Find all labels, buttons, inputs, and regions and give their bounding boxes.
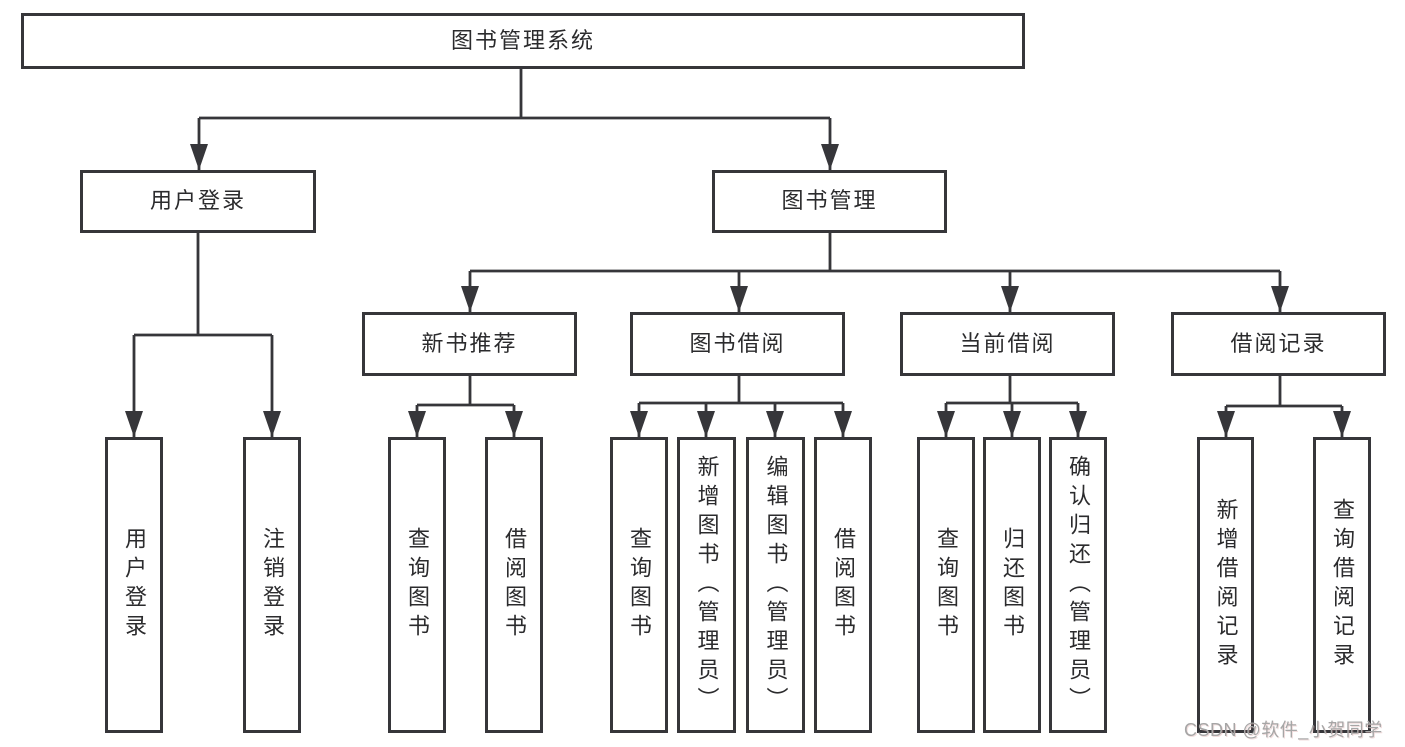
leaf-logout: 注销登录 (243, 437, 301, 733)
node-library-management-system: 图书管理系统 (21, 13, 1025, 69)
leaf-query-books-borrowing: 查询图书 (610, 437, 668, 733)
node-borrowing-records: 借阅记录 (1171, 312, 1386, 376)
leaf-edit-books-admin: 编辑图书（管理员） (746, 437, 805, 733)
connector-borrowing-records-trunk (1226, 376, 1342, 408)
node-new-book-recommend: 新书推荐 (362, 312, 577, 376)
node-user-login: 用户登录 (80, 170, 316, 233)
node-label: 注销登录 (260, 527, 285, 643)
leaf-query-borrow-record: 查询借阅记录 (1313, 437, 1371, 733)
leaf-confirm-return-admin: 确认归还（管理员） (1049, 437, 1107, 733)
node-label: 图书管理系统 (450, 27, 595, 53)
connector-book-borrowing-trunk (639, 376, 843, 405)
connector-book-management-trunk (470, 233, 1280, 273)
node-label: 确认归还（管理员） (1066, 454, 1091, 716)
node-label: 查询图书 (405, 527, 430, 643)
connector-current-borrowing-trunk (946, 376, 1078, 405)
csdn-watermark: CSDN @软件_小贺同学 (1184, 720, 1383, 740)
node-label: 图书管理 (781, 188, 878, 214)
connector-new-book-trunk (417, 376, 514, 407)
node-label: 用户登录 (149, 188, 246, 214)
node-label: 新增借阅记录 (1213, 498, 1239, 672)
node-label: 查询借阅记录 (1330, 498, 1355, 672)
leaf-query-books-newrec: 查询图书 (388, 437, 446, 733)
leaf-query-books-current: 查询图书 (917, 437, 975, 733)
node-book-management: 图书管理 (712, 170, 947, 233)
node-book-borrowing: 图书借阅 (630, 312, 845, 376)
node-label: 编辑图书（管理员） (763, 454, 789, 716)
leaf-add-borrow-record: 新增借阅记录 (1197, 437, 1254, 733)
node-current-borrowing: 当前借阅 (900, 312, 1115, 376)
node-label: 图书借阅 (689, 330, 786, 356)
leaf-user-login: 用户登录 (105, 437, 163, 733)
leaf-return-books: 归还图书 (983, 437, 1041, 733)
leaf-borrow-books-borrowing: 借阅图书 (814, 437, 872, 733)
leaf-borrow-books-newrec: 借阅图书 (485, 437, 543, 733)
node-label: 借阅图书 (831, 527, 856, 643)
node-label: 新增图书（管理员） (694, 454, 720, 716)
node-label: 归还图书 (1000, 527, 1025, 643)
connector-root-trunk (199, 68, 830, 120)
node-label: 当前借阅 (959, 330, 1056, 356)
node-label: 查询图书 (934, 527, 959, 643)
node-label: 查询图书 (627, 527, 652, 643)
connector-user-login-trunk (134, 233, 272, 337)
node-label: 借阅图书 (502, 527, 527, 643)
leaf-add-books-admin: 新增图书（管理员） (677, 437, 736, 733)
node-label: 用户登录 (122, 527, 147, 643)
node-label: 借阅记录 (1230, 330, 1327, 356)
node-label: 新书推荐 (421, 330, 518, 356)
